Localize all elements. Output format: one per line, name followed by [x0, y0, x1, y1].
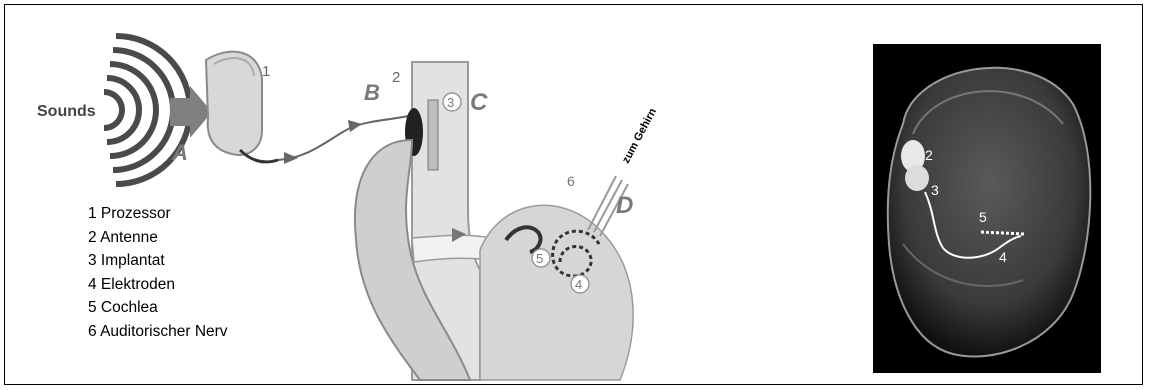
legend-item-cochlea: 5 Cochlea: [88, 296, 228, 320]
letter-d: D: [616, 192, 633, 219]
letter-b: B: [364, 80, 380, 105]
xray-image: 2 3 5 4: [873, 44, 1101, 373]
xray-label-2: 2: [925, 147, 933, 163]
letter-a: A: [171, 140, 188, 165]
legend-item-electrodes: 4 Elektroden: [88, 273, 228, 297]
implant: [428, 100, 438, 170]
letter-c: C: [470, 89, 488, 116]
xray-label-4: 4: [999, 249, 1007, 265]
label-3: 3: [447, 95, 454, 110]
legend-item-antenna: 2 Antenne: [88, 226, 228, 250]
arrow-a: [170, 86, 212, 138]
cable-label: zum Gehirn: [620, 106, 659, 165]
legend-item-auditory-nerve: 6 Auditorischer Nerv: [88, 320, 228, 344]
label-5: 5: [536, 251, 543, 266]
inner-ear: [480, 205, 633, 380]
legend: 1 Prozessor 2 Antenne 3 Implantat 4 Elek…: [88, 202, 228, 343]
cable-arrow-1: [284, 152, 298, 164]
xray-skull: 2 3 5 4: [873, 44, 1101, 373]
legend-item-implant: 3 Implantat: [88, 249, 228, 273]
xray-label-5: 5: [979, 209, 987, 225]
cable-arrow-2: [348, 120, 362, 132]
xray-label-3: 3: [931, 182, 939, 198]
label-2: 2: [392, 69, 400, 86]
legend-item-processor: 1 Prozessor: [88, 202, 228, 226]
label-6: 6: [567, 173, 575, 189]
label-4: 4: [575, 277, 582, 292]
label-1: 1: [262, 63, 270, 80]
sounds-label: Sounds: [37, 103, 96, 120]
